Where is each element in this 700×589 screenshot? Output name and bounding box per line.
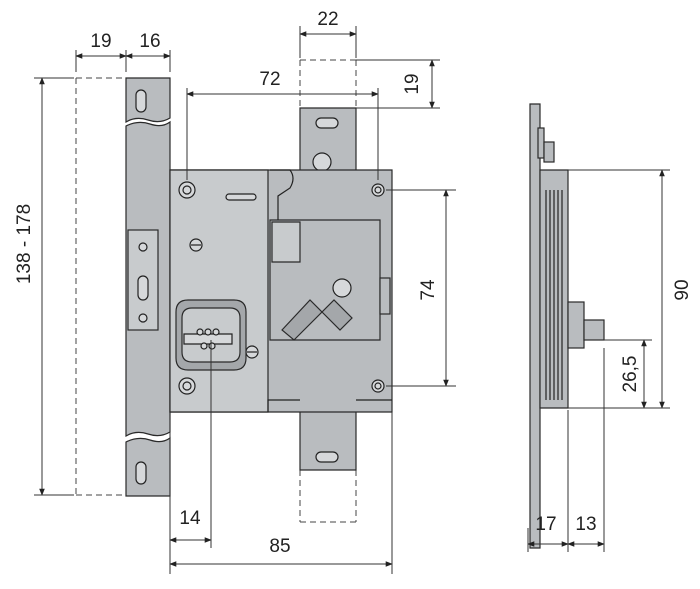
faceplate-extension-dashed [75,77,128,496]
dim-label-26-5-side: 26,5 [620,356,641,393]
lock-case [169,169,393,413]
dim-label-85-width: 85 [269,536,290,557]
dimension-labels: 19 16 22 72 19 138 - 178 74 14 85 90 26,… [14,9,693,557]
dim-label-height-range: 138 - 178 [14,204,35,284]
dim-label-74-holes: 74 [418,279,439,301]
dimension-lines [34,26,670,574]
dim-label-90-side: 90 [672,279,693,300]
dim-label-72-center: 72 [259,69,280,90]
front-view [75,59,393,523]
dim-label-13-side: 13 [575,514,596,535]
dim-label-14-cylinder: 14 [179,508,201,529]
dim-label-16-faceplate: 16 [139,31,160,52]
dim-label-19-backset: 19 [90,31,111,52]
side-view [529,103,605,549]
dim-label-17-side: 17 [535,514,556,535]
case-layers [545,190,563,400]
bolt-extension-dashed [299,59,357,523]
dim-label-22-bolt: 22 [317,9,338,30]
faceplate [125,77,171,497]
dim-label-19-throw: 19 [402,73,423,94]
